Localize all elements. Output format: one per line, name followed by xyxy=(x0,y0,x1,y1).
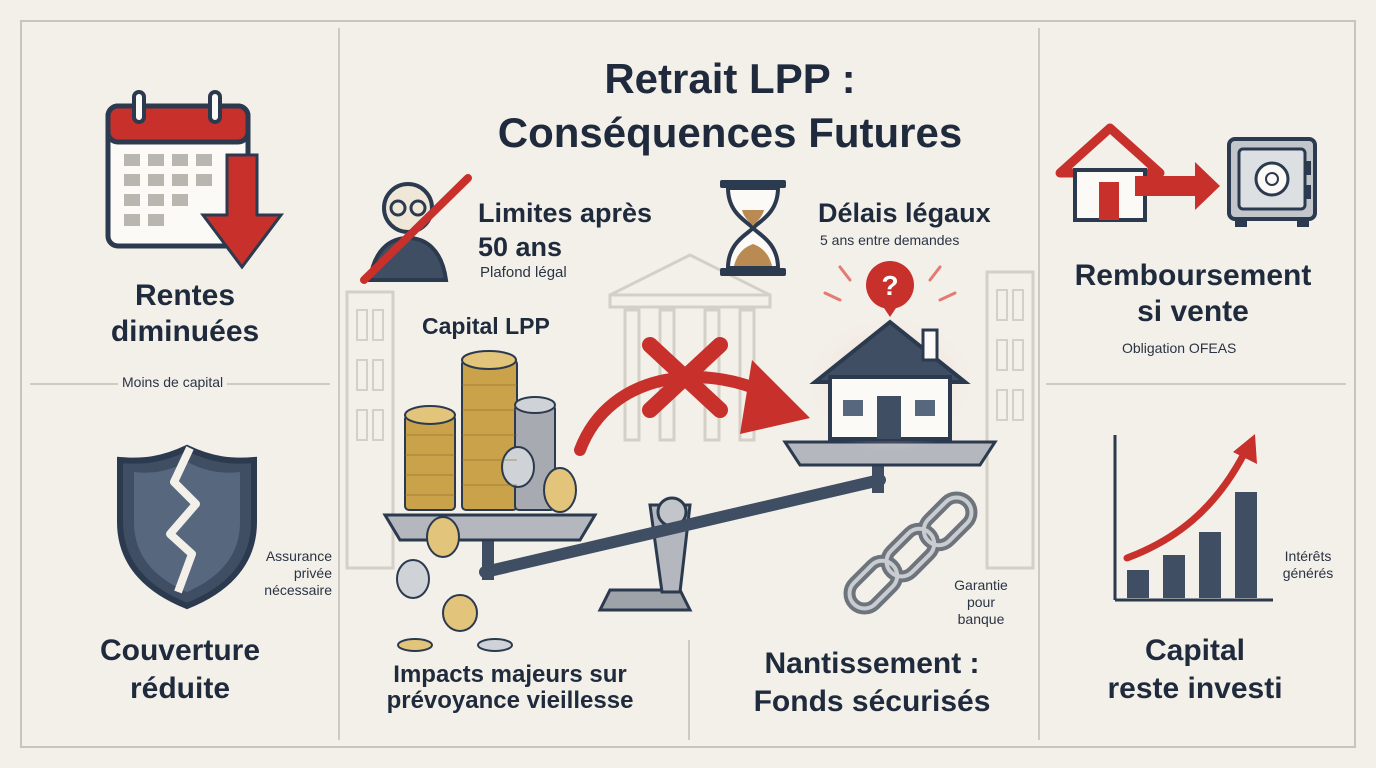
remboursement-note: Obligation OFEAS xyxy=(1122,340,1237,356)
interets-line-2: générés xyxy=(1282,565,1334,581)
hourglass-icon xyxy=(720,180,786,276)
garantie-line-2: pour xyxy=(966,594,996,610)
limites-line-2: 50 ans xyxy=(478,232,563,262)
coin-stack-icon xyxy=(404,350,577,513)
nantissement-line-2: Fonds sécurisés xyxy=(753,685,991,718)
remboursement-line-2: si vente xyxy=(1137,295,1249,328)
remboursement-heading: Remboursement si vente xyxy=(1048,258,1338,330)
falling-coins-icon xyxy=(396,516,513,652)
background-tower-left-icon xyxy=(345,290,395,570)
right-mid-divider xyxy=(1046,383,1346,385)
capital-investi-heading: Capital reste investi xyxy=(1060,632,1330,708)
chain-icon xyxy=(843,491,978,615)
interets-line-1: Intérêts xyxy=(1284,548,1332,564)
couverture-heading: Couverture réduite xyxy=(60,632,300,708)
garantie-line-1: Garantie xyxy=(954,577,1008,593)
assurance-note: Assurance privée nécessaire xyxy=(244,548,332,599)
impacts-line-1: Impacts majeurs sur xyxy=(393,661,627,688)
capital-lpp-label: Capital LPP xyxy=(422,313,550,339)
assurance-line-3: nécessaire xyxy=(264,582,332,598)
limites-line-1: Limites après xyxy=(478,198,653,228)
nantissement-line-1: Nantissement : xyxy=(764,647,980,680)
rentes-heading: Rentes diminuées xyxy=(70,278,300,350)
remboursement-line-1: Remboursement xyxy=(1074,259,1312,292)
title-line-2: Conséquences Futures xyxy=(497,109,963,156)
couverture-line-1: Couverture xyxy=(99,634,261,667)
capital-investi-line-1: Capital xyxy=(1144,634,1246,667)
house-to-safe-icon xyxy=(1055,123,1220,222)
rentes-note: Moins de capital xyxy=(118,374,228,390)
outer-frame xyxy=(20,20,1356,748)
garantie-line-3: banque xyxy=(957,611,1005,627)
assurance-line-1: Assurance xyxy=(265,548,332,564)
page-title: Retrait LPP : Conséquences Futures xyxy=(450,52,1010,160)
title-line-1: Retrait LPP : xyxy=(604,55,856,102)
delais-note: 5 ans entre demandes xyxy=(820,232,960,248)
nantissement-heading: Nantissement : Fonds sécurisés xyxy=(722,645,1022,721)
interets-note: Intérêts générés xyxy=(1268,548,1348,582)
couverture-line-2: réduite xyxy=(129,672,231,705)
safe-icon xyxy=(1227,137,1317,227)
assurance-line-2: privée xyxy=(293,565,332,581)
impacts-line-2: prévoyance vieillesse xyxy=(386,687,634,714)
delais-heading: Délais légaux xyxy=(818,198,991,228)
svg-text:?: ? xyxy=(881,270,898,301)
rentes-line-1: Rentes xyxy=(134,279,236,312)
right-panel-divider xyxy=(1038,28,1040,740)
garantie-note: Garantie pour banque xyxy=(940,577,1022,628)
center-bottom-divider xyxy=(688,640,690,740)
crossed-elderly-icon xyxy=(360,174,472,284)
rentes-line-2: diminuées xyxy=(110,315,260,348)
capital-investi-line-2: reste investi xyxy=(1107,672,1283,705)
broken-shield-icon xyxy=(117,444,257,610)
limites-heading: Limites après 50 ans xyxy=(478,196,652,264)
question-badge-icon: ? xyxy=(823,261,957,317)
down-arrow-icon xyxy=(200,153,284,270)
left-panel-divider xyxy=(338,28,340,740)
impacts-heading: Impacts majeurs sur prévoyance vieilless… xyxy=(360,662,660,714)
background-tower-right-icon xyxy=(985,270,1035,570)
house-icon xyxy=(800,312,980,452)
growth-chart-icon xyxy=(1113,434,1273,602)
limites-note: Plafond légal xyxy=(480,264,567,281)
